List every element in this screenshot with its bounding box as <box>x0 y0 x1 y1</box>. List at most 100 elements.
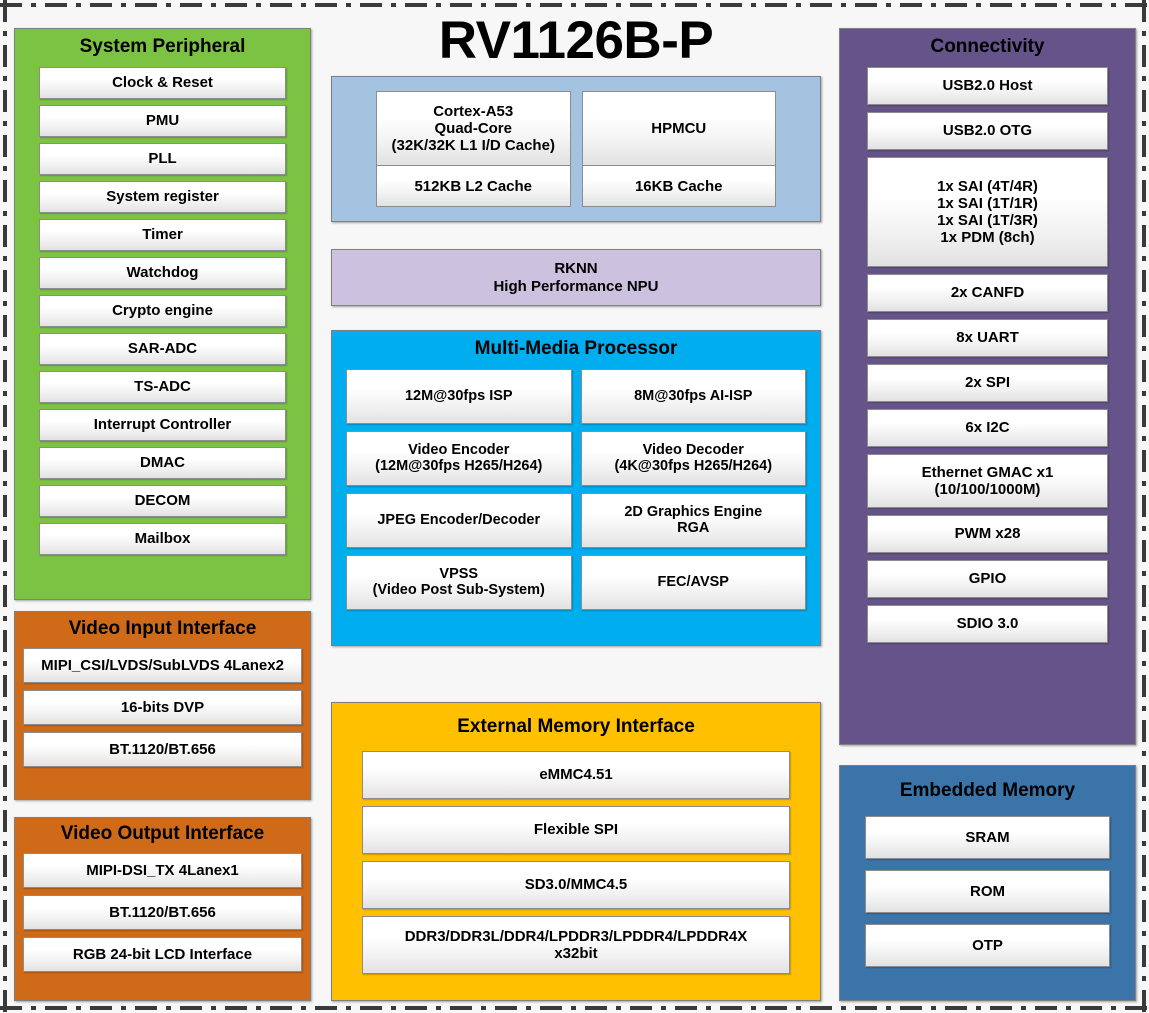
chip-uart: 8x UART <box>867 318 1108 357</box>
chip-spi: 2x SPI <box>867 363 1108 402</box>
spi-conn-line1: 2x SPI <box>964 374 1011 392</box>
page-border-bottom <box>0 1006 1149 1010</box>
chip-ai-isp: 8M@30fps AI-ISP <box>580 368 806 424</box>
chip-fec-avsp: FEC/AVSP <box>580 554 806 610</box>
chip-mcu-cache: 16KB Cache <box>581 166 776 207</box>
video-input-interface-block: Video Input Interface MIPI_CSI/LVDS/SubL… <box>14 611 311 800</box>
chip-jpeg-codec: JPEG Encoder/Decoder <box>346 492 572 548</box>
chip-usb-host: USB2.0 Host <box>867 66 1108 105</box>
sai-line1: 1x SAI (4T/4R) <box>937 177 1038 195</box>
fec-line1: FEC/AVSP <box>657 574 729 591</box>
isp-line1: 12M@30fps ISP <box>404 388 513 405</box>
chip-sd-mmc: SD3.0/MMC4.5 <box>362 860 790 909</box>
chip-cortex-a53: Cortex-A53 Quad-Core (32K/32K L1 I/D Cac… <box>376 91 571 167</box>
chip-pmu: PMU <box>39 104 286 137</box>
system-peripheral-block: System Peripheral Clock & Reset PMU PLL … <box>14 28 311 600</box>
chip-sram: SRAM <box>865 815 1110 859</box>
video-encoder-line2: (12M@30fps H265/H264) <box>375 458 543 475</box>
chip-video-decoder: Video Decoder (4K@30fps H265/H264) <box>580 430 806 486</box>
connectivity-block: Connectivity USB2.0 Host USB2.0 OTG 1x S… <box>839 28 1136 745</box>
npu-line2: High Performance NPU <box>493 277 659 295</box>
npu-block: RKNN High Performance NPU <box>331 249 821 306</box>
embedded-memory-title: Embedded Memory <box>899 780 1076 801</box>
chip-mailbox: Mailbox <box>39 522 286 555</box>
chip-sar-adc: SAR-ADC <box>39 332 286 365</box>
jpeg-line1: JPEG Encoder/Decoder <box>377 512 541 529</box>
chip-l2-cache: 512KB L2 Cache <box>376 166 571 207</box>
chip-otp: OTP <box>865 923 1110 967</box>
rga-line2: RGA <box>677 520 710 537</box>
chip-sdio: SDIO 3.0 <box>867 604 1108 643</box>
vpss-line2: (Video Post Sub-System) <box>372 582 545 599</box>
chip-audio-sai-pdm: 1x SAI (4T/4R) 1x SAI (1T/1R) 1x SAI (1T… <box>867 156 1108 267</box>
external-memory-title: External Memory Interface <box>457 716 695 737</box>
cpu-block: Cortex-A53 Quad-Core (32K/32K L1 I/D Cac… <box>331 76 821 222</box>
connectivity-title: Connectivity <box>930 36 1045 57</box>
cpu-core-column: Cortex-A53 Quad-Core (32K/32K L1 I/D Cac… <box>376 91 571 207</box>
chip-bt1120-bt656-out: BT.1120/BT.656 <box>23 894 302 930</box>
emmc-line1: eMMC4.51 <box>539 766 613 784</box>
usb-otg-line1: USB2.0 OTG <box>942 122 1033 140</box>
i2c-line1: 6x I2C <box>965 419 1010 437</box>
embedded-memory-list: SRAM ROM OTP <box>865 815 1110 978</box>
multimedia-processor-block: Multi-Media Processor 12M@30fps ISP 8M@3… <box>331 330 821 646</box>
video-output-list: MIPI-DSI_TX 4Lanex1 BT.1120/BT.656 RGB 2… <box>23 852 302 979</box>
video-output-interface-block: Video Output Interface MIPI-DSI_TX 4Lane… <box>14 817 311 1001</box>
chip-2d-graphics-rga: 2D Graphics Engine RGA <box>580 492 806 548</box>
sai-line3: 1x SAI (1T/3R) <box>937 211 1038 229</box>
chip-hpmcu: HPMCU <box>581 91 776 167</box>
chip-dmac: DMAC <box>39 446 286 479</box>
video-decoder-line2: (4K@30fps H265/H264) <box>614 458 773 475</box>
chip-crypto-engine: Crypto engine <box>39 294 286 327</box>
cpu-mcu-column: HPMCU 16KB Cache <box>581 91 776 207</box>
page-title: RV1126B-P <box>438 11 714 70</box>
video-input-title: Video Input Interface <box>68 618 257 639</box>
chip-pll: PLL <box>39 142 286 175</box>
usb-host-line1: USB2.0 Host <box>942 77 1033 95</box>
chip-vpss: VPSS (Video Post Sub-System) <box>346 554 572 610</box>
video-input-list: MIPI_CSI/LVDS/SubLVDS 4Lanex2 16-bits DV… <box>23 647 302 774</box>
chip-mipi-dsi-tx: MIPI-DSI_TX 4Lanex1 <box>23 852 302 888</box>
multimedia-title: Multi-Media Processor <box>474 338 678 359</box>
system-peripheral-list: Clock & Reset PMU PLL System register Ti… <box>39 66 286 561</box>
video-decoder-line1: Video Decoder <box>642 441 744 458</box>
ddr-line2: x32bit <box>554 944 598 962</box>
pwm-line1: PWM x28 <box>954 525 1021 543</box>
chip-flexible-spi: Flexible SPI <box>362 805 790 854</box>
chip-ts-adc: TS-ADC <box>39 370 286 403</box>
chip-clock-reset: Clock & Reset <box>39 66 286 99</box>
uart-line1: 8x UART <box>956 329 1019 347</box>
chip-isp: 12M@30fps ISP <box>346 368 572 424</box>
chip-i2c: 6x I2C <box>867 408 1108 447</box>
page-border-right <box>1142 0 1146 1013</box>
page-border-left <box>3 0 7 1013</box>
chip-gpio: GPIO <box>867 559 1108 598</box>
chip-rom: ROM <box>865 869 1110 913</box>
multimedia-list: 12M@30fps ISP 8M@30fps AI-ISP Video Enco… <box>346 368 806 610</box>
spi-line1: Flexible SPI <box>533 821 619 839</box>
external-memory-interface-block: External Memory Interface eMMC4.51 Flexi… <box>331 702 821 1001</box>
chip-canfd: 2x CANFD <box>867 273 1108 312</box>
chip-pwm: PWM x28 <box>867 514 1108 553</box>
cortex-line3: (32K/32K L1 I/D Cache) <box>391 137 555 155</box>
gpio-line1: GPIO <box>968 570 1007 588</box>
chip-ddr: DDR3/DDR3L/DDR4/LPDDR3/LPDDR4/LPDDR4X x3… <box>362 915 790 974</box>
vpss-line1: VPSS <box>439 565 479 582</box>
chip-ethernet-gmac: Ethernet GMAC x1 (10/100/1000M) <box>867 453 1108 508</box>
chip-interrupt-controller: Interrupt Controller <box>39 408 286 441</box>
sai-line2: 1x SAI (1T/1R) <box>937 194 1038 212</box>
chip-video-encoder: Video Encoder (12M@30fps H265/H264) <box>346 430 572 486</box>
chip-watchdog: Watchdog <box>39 256 286 289</box>
canfd-line1: 2x CANFD <box>950 284 1025 302</box>
npu-line1: RKNN <box>554 259 598 277</box>
system-peripheral-title: System Peripheral <box>79 36 246 57</box>
sdio-line1: SDIO 3.0 <box>956 615 1019 633</box>
eth-line1: Ethernet GMAC x1 <box>921 463 1054 481</box>
connectivity-list: USB2.0 Host USB2.0 OTG 1x SAI (4T/4R) 1x… <box>867 66 1108 650</box>
ai-isp-line1: 8M@30fps AI-ISP <box>634 388 753 405</box>
chip-timer: Timer <box>39 218 286 251</box>
pdm-line4: 1x PDM (8ch) <box>940 228 1035 246</box>
chip-decom: DECOM <box>39 484 286 517</box>
video-output-title: Video Output Interface <box>60 823 265 844</box>
